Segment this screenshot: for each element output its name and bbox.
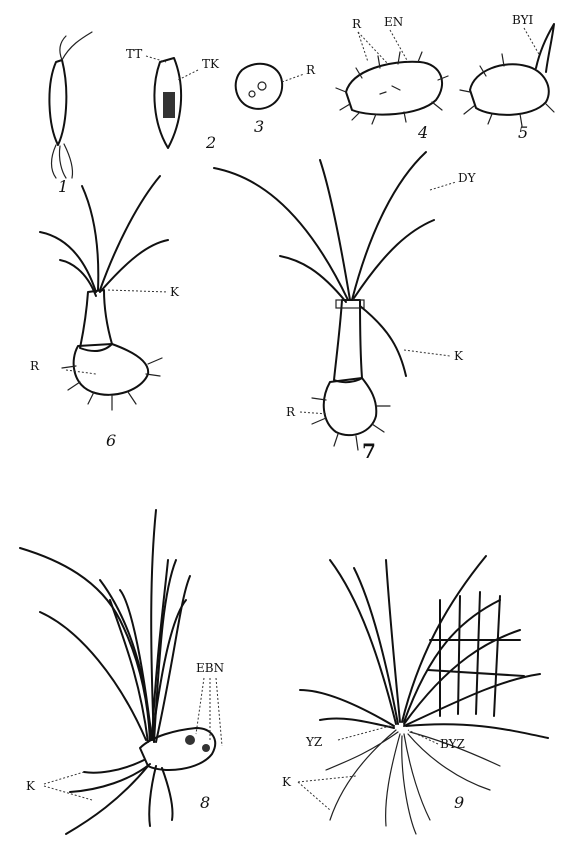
figure-8-plant: EBN K 8 xyxy=(20,510,224,834)
figure-9-number: 9 xyxy=(454,793,464,812)
figure-9-label-byz: BYZ xyxy=(440,737,465,751)
figure-4-number: 4 xyxy=(417,123,428,142)
figure-7-plantlet: DY K R 7 xyxy=(214,152,477,463)
figure-1-number: 1 xyxy=(58,177,68,196)
figure-4-label-r: R xyxy=(352,17,362,31)
figure-9-label-k: K xyxy=(282,775,292,789)
figure-2-label-tt: TT xyxy=(126,47,142,61)
figure-2-number: 2 xyxy=(205,133,216,152)
figure-2-embryo: TT TK 2 xyxy=(126,47,220,152)
figure-1-seed: 1 xyxy=(49,32,92,196)
figure-6-plantlet: K R 6 xyxy=(30,176,180,450)
figure-9-label-yz: YZ xyxy=(305,735,322,749)
figure-7-number: 7 xyxy=(362,439,376,463)
figure-3-label-r: R xyxy=(306,63,316,77)
figure-8-number: 8 xyxy=(200,793,210,812)
figure-2-label-tk: TK xyxy=(202,57,220,71)
figure-3-number: 3 xyxy=(254,117,264,136)
figure-5-label-byi: BYI xyxy=(512,13,534,27)
figure-6-number: 6 xyxy=(106,431,116,450)
figure-9-plant: YZ BYZ K 9 xyxy=(282,556,548,834)
figure-4-protocorm-rhizoids: R EN 4 xyxy=(336,15,448,142)
figure-4-label-en: EN xyxy=(384,15,403,29)
figure-5-protocorm-leaf: BYI 5 xyxy=(460,13,554,142)
figure-7-label-r: R xyxy=(286,405,296,419)
figure-6-label-r: R xyxy=(30,359,40,373)
figure-7-label-dy: DY xyxy=(458,171,477,185)
figure-8-label-k: K xyxy=(26,779,36,793)
figure-5-number: 5 xyxy=(518,123,528,142)
figure-7-label-k: K xyxy=(454,349,464,363)
figure-6-label-k: K xyxy=(170,285,180,299)
figure-3-protocorm: R 3 xyxy=(236,63,316,136)
figure-8-label-ebn: EBN xyxy=(196,661,224,675)
